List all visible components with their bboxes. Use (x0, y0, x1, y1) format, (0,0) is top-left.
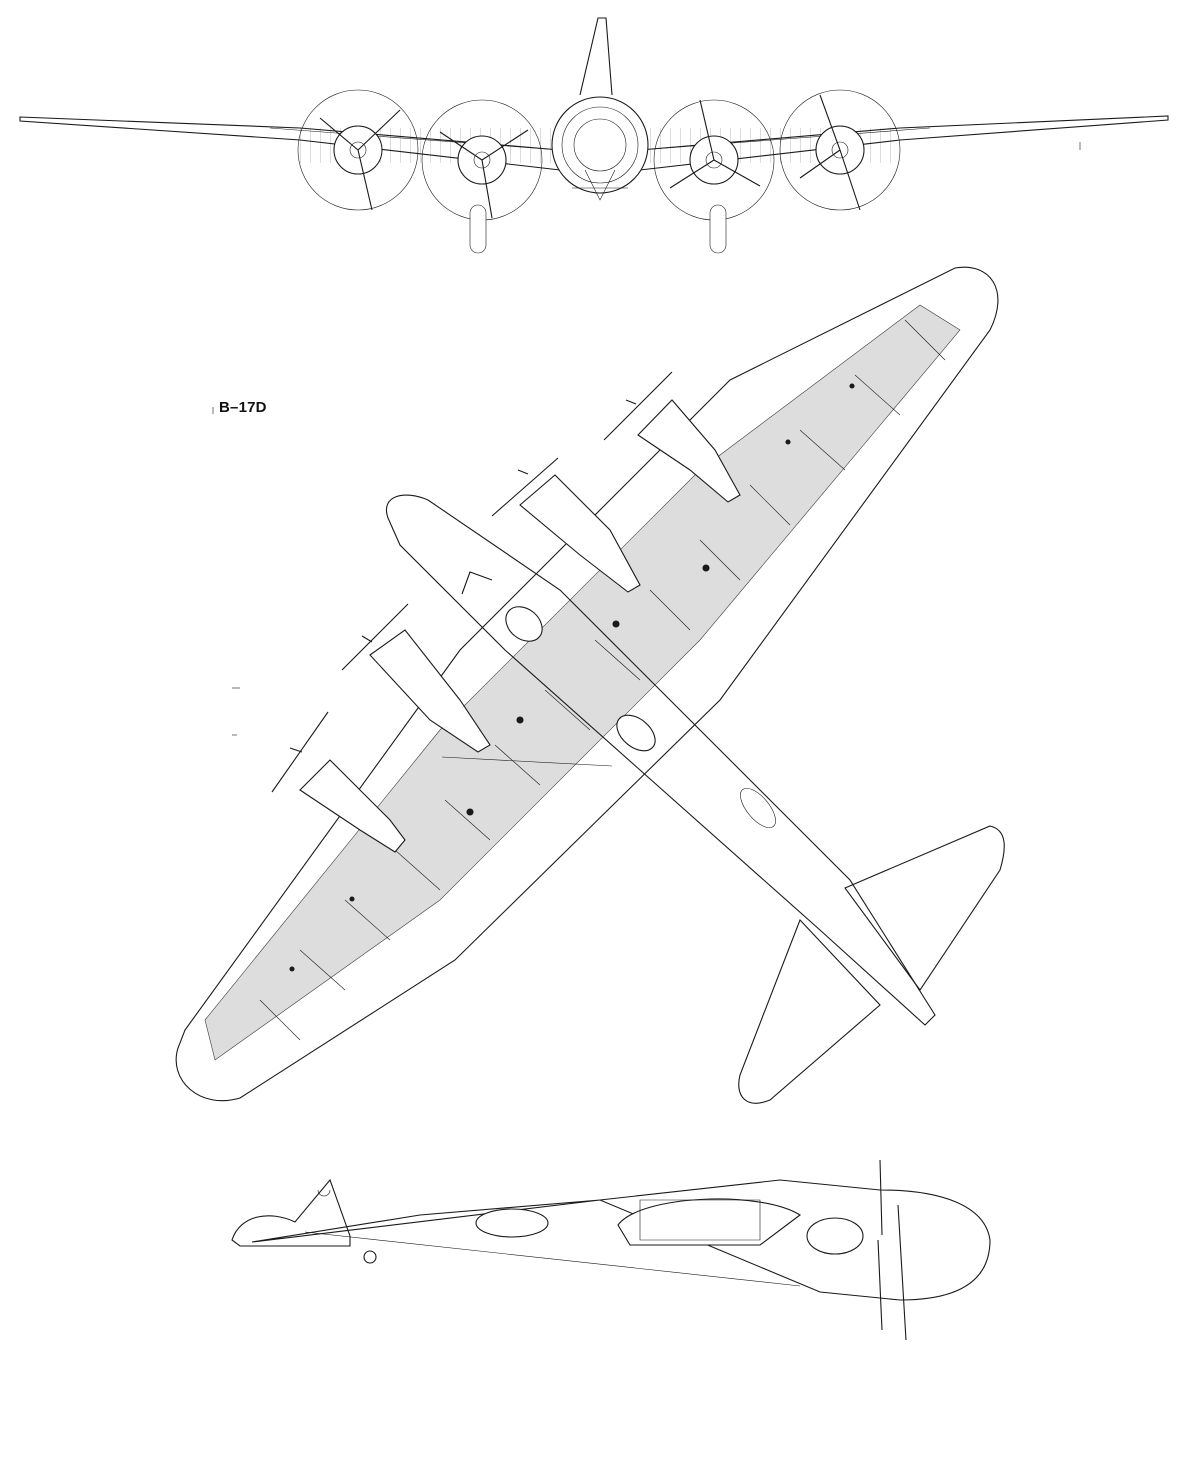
top-view-tailplane (844, 825, 1005, 991)
front-view-fuselage (551, 96, 649, 194)
side-view (231, 1159, 991, 1341)
top-view-engine-1 (271, 711, 406, 853)
front-view (19, 17, 1169, 254)
aircraft-designation-label: B–17D (219, 399, 267, 416)
top-view (175, 266, 1005, 1104)
front-view-engine-2 (421, 99, 543, 254)
side-view-fin (231, 1178, 351, 1247)
top-view-wing (175, 266, 999, 1102)
top-view-engine-3 (491, 457, 641, 593)
top-view-engine-2 (341, 603, 491, 753)
front-view-engine-1 (297, 89, 419, 211)
top-view-fuselage (385, 494, 936, 1026)
front-view-engine-3 (653, 99, 775, 254)
page-marks (212, 142, 1081, 736)
top-view-engine-4 (603, 371, 741, 503)
front-view-engine-4 (779, 89, 901, 211)
side-view-fuselage (251, 1179, 991, 1301)
top-view-tailplane-left (738, 918, 881, 1104)
